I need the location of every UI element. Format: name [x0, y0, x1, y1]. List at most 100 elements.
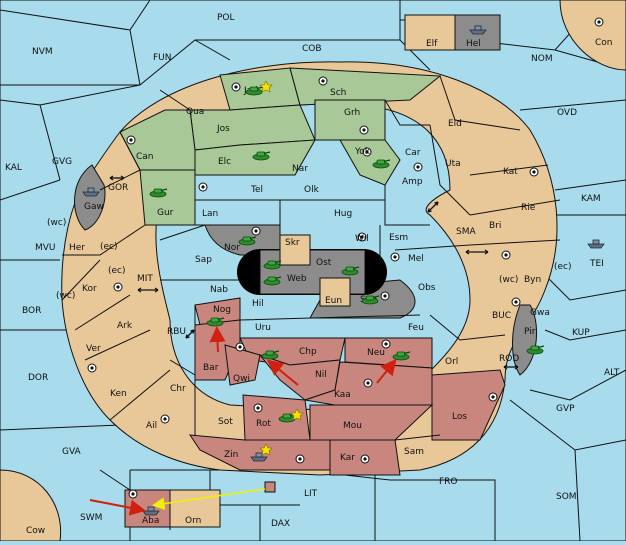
label-sap: Sap: [195, 255, 212, 265]
label-nom: NOM: [531, 54, 553, 64]
label-kam: KAM: [581, 194, 601, 204]
label-obs: Obs: [418, 283, 436, 293]
label-rie: Rie: [521, 203, 536, 213]
star-icon-zin: [259, 443, 273, 456]
label-hug: Hug: [334, 209, 352, 219]
label-con: Con: [595, 38, 613, 48]
label-esm: Esm: [389, 233, 408, 243]
label-zin: Zin: [224, 450, 238, 460]
label-rod: ROD: [499, 354, 519, 364]
region-pir: [512, 304, 538, 376]
label-gur: Gur: [157, 208, 174, 218]
label-elf: Elf: [426, 39, 438, 49]
label-sot: Sot: [218, 417, 233, 427]
region-grh: [314, 99, 386, 141]
region-qwi: [224, 344, 261, 386]
label-ken: Ken: [110, 389, 127, 399]
label-her: Her: [69, 243, 85, 253]
label-chr: Chr: [170, 384, 186, 394]
label-nil: Nil: [315, 370, 327, 380]
coast-kor-ec: (ec): [108, 266, 126, 276]
label-pir: Pir: [524, 327, 536, 337]
label-cob: COB: [302, 44, 322, 54]
label-nvm: NVM: [32, 47, 53, 57]
label-bar: Bar: [203, 363, 219, 373]
label-los: Los: [452, 412, 467, 422]
label-sam: Sam: [404, 447, 424, 457]
order-kaa-neu: [376, 358, 397, 384]
label-sma: SMA: [456, 227, 476, 237]
label-nab: Nab: [210, 285, 228, 295]
label-hel: Hel: [466, 39, 481, 49]
label-kor: Kor: [82, 284, 97, 294]
label-feu: Feu: [408, 323, 424, 333]
label-gor: GOR: [108, 183, 128, 193]
label-dax: DAX: [271, 519, 290, 529]
label-dor: DOR: [28, 373, 48, 383]
label-ovd: OVD: [557, 108, 577, 118]
label-byn: Byn: [524, 275, 541, 285]
passage-arrows: [109, 175, 519, 370]
label-qwi: Qwi: [233, 374, 250, 384]
label-nar: Nar: [292, 164, 308, 174]
label-gvg: GVG: [52, 157, 72, 167]
label-kup: KUP: [572, 328, 590, 338]
label-nog: Nog: [213, 305, 231, 315]
label-mit: MIT: [137, 274, 153, 284]
label-lit: LIT: [304, 489, 318, 499]
retreat-markers: [259, 80, 304, 456]
label-web: Web: [287, 274, 307, 284]
label-wil: Wil: [355, 234, 369, 244]
label-gaw: Gaw: [84, 202, 104, 212]
label-ost: Ost: [316, 258, 332, 268]
label-bri: Bri: [489, 221, 501, 231]
label-mel: Mel: [408, 254, 424, 264]
order-lit-support-aba: [151, 488, 266, 510]
label-car: Car: [405, 148, 421, 158]
label-swm: SWM: [80, 513, 102, 523]
label-mvu: MVU: [35, 243, 56, 253]
label-buc: BUC: [492, 311, 511, 321]
label-qua: Qua: [186, 107, 204, 117]
region-skr: [279, 234, 311, 266]
label-kat: Kat: [503, 167, 518, 177]
label-eun: Eun: [325, 296, 342, 306]
order-nil-chp: [266, 359, 299, 386]
label-fun: FUN: [153, 53, 172, 63]
label-nor: Nor: [224, 243, 240, 253]
label-kar: Kar: [340, 453, 355, 463]
region-yok: [339, 139, 401, 186]
label-fro: FRO: [439, 477, 458, 487]
label-cow: Cow: [26, 526, 45, 536]
label-hil: Hil: [252, 299, 264, 309]
label-can: Can: [136, 152, 154, 162]
label-rot: Rot: [256, 419, 271, 429]
region-gaw: [74, 164, 106, 231]
label-amp: Amp: [402, 177, 423, 187]
label-skr: Skr: [285, 238, 300, 248]
coast-byn-wc: (wc): [499, 275, 518, 285]
label-kal: KAL: [5, 163, 22, 173]
label-gva: GVA: [62, 447, 82, 457]
region-sun: [309, 279, 416, 319]
coast-byn-ec: (ec): [554, 262, 572, 272]
label-alt: ALT: [604, 368, 620, 378]
label-orl: Orl: [445, 357, 458, 367]
label-neu: Neu: [367, 348, 385, 358]
label-kaa: Kaa: [334, 390, 351, 400]
label-gwa: Gwa: [530, 308, 550, 318]
star-icon-jad: [259, 80, 273, 93]
label-som: SOM: [556, 492, 577, 502]
label-gvp: GVP: [556, 404, 575, 414]
label-yok: Yok: [354, 147, 371, 157]
label-tel: Tel: [250, 185, 263, 195]
order-bar-nog: [209, 326, 226, 353]
orders: [89, 326, 397, 516]
label-sch: Sch: [330, 88, 346, 98]
label-mou: Mou: [343, 421, 362, 431]
label-ark: Ark: [117, 321, 133, 331]
region-eun: [319, 277, 351, 307]
supply-centers: [87, 17, 604, 499]
